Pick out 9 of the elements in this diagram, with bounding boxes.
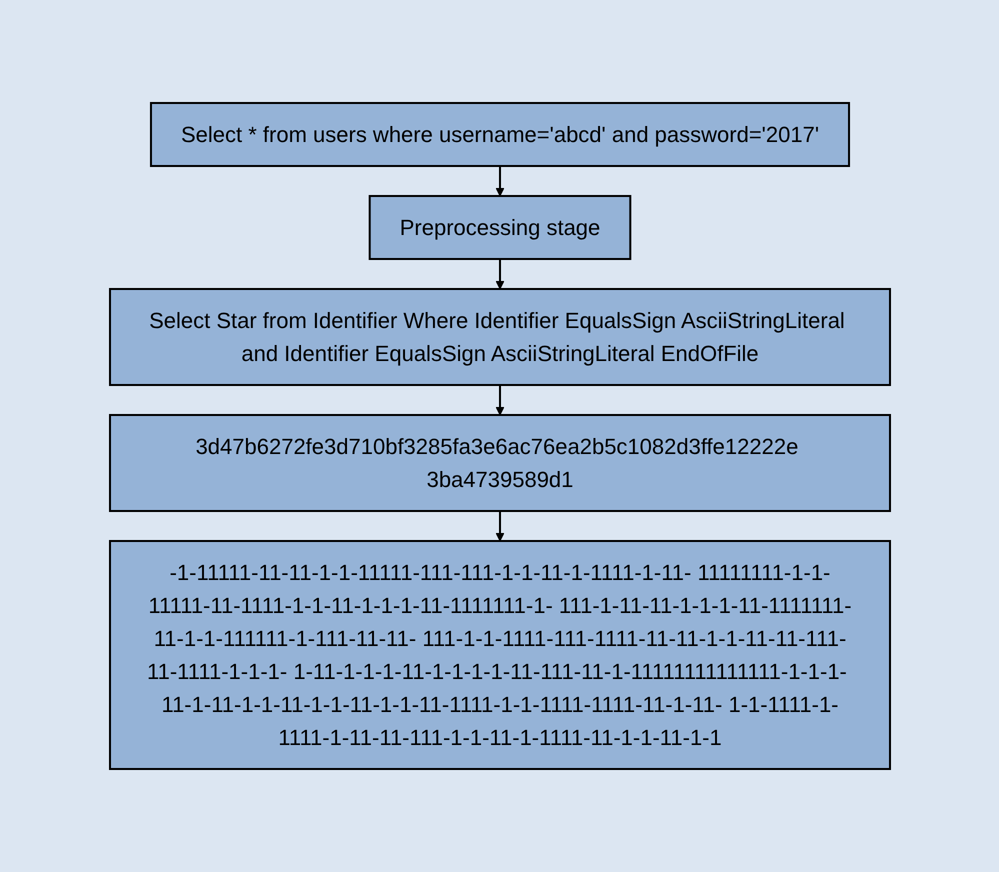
arrow: [495, 259, 504, 290]
node-box: [368, 195, 631, 260]
node-box: [149, 102, 850, 167]
arrow: [495, 385, 504, 416]
node-box: [108, 414, 890, 512]
node-box: [108, 540, 890, 770]
node-box: [108, 288, 890, 386]
arrow: [495, 166, 504, 196]
arrow: [495, 511, 504, 542]
